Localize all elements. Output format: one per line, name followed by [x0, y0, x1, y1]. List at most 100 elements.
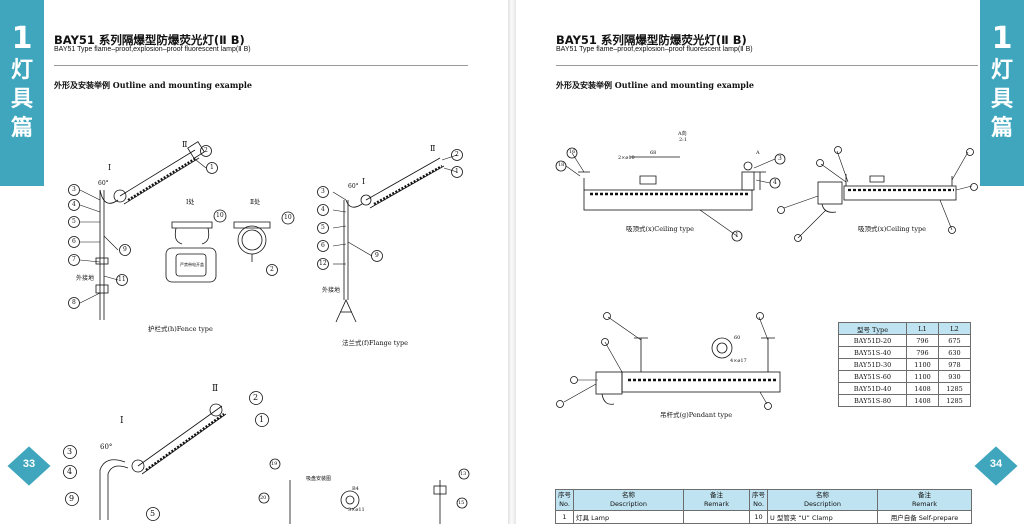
callout-number: 12	[319, 260, 327, 267]
table-cell: 630	[938, 346, 971, 359]
ground-label: 外接地	[322, 287, 341, 294]
header-rule-left	[54, 65, 468, 66]
detail-label: Ⅱ处	[250, 199, 261, 206]
callout-number: 10	[284, 214, 292, 221]
chapter-number: 1	[11, 21, 33, 56]
table-cell: 1408	[906, 382, 939, 395]
table-header: L2	[938, 322, 971, 335]
mark-label: Ⅱ	[212, 384, 219, 394]
table-cell: BAY51S-80	[838, 394, 907, 407]
header-cn: 名称	[816, 491, 829, 499]
mark-label: Ⅱ	[430, 144, 436, 153]
callout-number: 20	[260, 495, 267, 501]
dimension-label: 3×ø11	[348, 507, 365, 513]
callout-number: 9	[123, 246, 127, 253]
ground-label: 外接地	[76, 275, 95, 282]
mark-label: Ⅰ	[120, 416, 124, 426]
leader-lines-left	[79, 154, 458, 304]
callout-number: 5	[321, 224, 325, 231]
detail-label: Ⅰ处	[186, 199, 195, 206]
callout-number: 5	[72, 218, 76, 225]
pendant-type-caption: 吊杆式(g)Pendant type	[660, 411, 733, 419]
table-cell: BAY51S-40	[838, 346, 907, 359]
table-cell: 1	[555, 510, 574, 524]
chapter-char: 篇	[10, 116, 33, 141]
wall-mount-drawing	[99, 403, 227, 520]
ceiling-type-caption-1: 吸顶式(x)Ceiling type	[626, 225, 694, 233]
chapter-char: 具	[990, 87, 1013, 112]
table-row: BAY51S-80 1408 1285	[838, 394, 971, 407]
dimension-label: 2×ø10	[618, 155, 635, 161]
table-cell: 796	[906, 334, 939, 347]
callout-number: 13	[460, 471, 467, 477]
table-cell: 675	[938, 334, 971, 347]
left-page	[0, 0, 508, 524]
header-en: Remark	[912, 500, 937, 508]
callout-number: 3	[72, 186, 76, 193]
scale-label: 2:1	[679, 137, 688, 143]
chapter-number: 1	[991, 21, 1013, 56]
callout-number: 15	[458, 500, 465, 506]
callout-number: 6	[72, 238, 76, 245]
header-cn: 序号	[752, 491, 765, 499]
chapter-char: 篇	[990, 116, 1013, 141]
page-subtitle-left: BAY51 Type flame–proof,explosion–proof f…	[54, 46, 251, 53]
fence-type-caption: 护栏式(h)Fence type	[148, 325, 213, 333]
ceiling-type-caption-2: 吸顶式(x)Ceiling type	[858, 225, 926, 233]
mark-label: Ⅱ	[182, 140, 188, 149]
header-en: Description	[803, 500, 842, 508]
header-cn: 序号	[558, 491, 571, 499]
table-row: BAY51S-40 796 630	[838, 346, 971, 359]
ceiling-type-drawing-1	[578, 156, 766, 211]
table-cell: 灯具 Lamp	[573, 510, 684, 524]
page-number: 33	[22, 458, 36, 470]
callout-number: 9	[375, 252, 379, 259]
callout-number: 4	[321, 206, 325, 213]
callout-number: 2	[253, 393, 259, 402]
mark-label: Ⅰ	[108, 163, 112, 172]
table-cell: BAY51D-20	[838, 334, 907, 347]
callout-number: 18	[558, 162, 565, 168]
callout-circles-left	[63, 145, 470, 521]
chapter-char: 具	[10, 87, 33, 112]
callout-number: 16	[569, 149, 576, 155]
table-cell: U 型管夹 “U” Clamp	[767, 510, 878, 524]
pendant-type-drawing	[595, 337, 781, 405]
chapter-char: 灯	[990, 58, 1013, 83]
header-cn: 名称	[622, 491, 635, 499]
mark-label: Ⅰ	[362, 177, 366, 186]
callout-number: 1	[735, 232, 739, 239]
ceiling-type-drawing-2	[817, 174, 957, 213]
table-cell: 1285	[938, 382, 971, 395]
callout-number: 8	[72, 299, 76, 306]
chapter-band-left: 1 灯 具 篇	[0, 0, 44, 186]
table-cell: 930	[938, 370, 971, 383]
header-cn: 备注	[918, 491, 931, 499]
table-cell: BAY51S-60	[838, 370, 907, 383]
table-cell: 1408	[906, 394, 939, 407]
callout-number: 10	[216, 212, 224, 219]
page-subtitle-right: BAY51 Type flame–proof,explosion–proof f…	[556, 46, 753, 53]
table-header-row: 型号 Type L1 L2	[838, 322, 971, 335]
callout-number: 1	[259, 415, 265, 424]
table-row: BAY51D-30 1100 978	[838, 358, 971, 371]
fence-type-drawing	[95, 141, 205, 320]
dimension-label: 60	[734, 335, 741, 341]
header-en: No.	[559, 500, 570, 508]
table-cell: 796	[906, 346, 939, 359]
dimension-label: 68	[650, 150, 657, 156]
section-heading-left: 外形及安装举例 Outline and mounting example	[54, 80, 253, 90]
callout-number: 11	[118, 276, 126, 283]
header-en: No.	[753, 500, 764, 508]
chapter-band-right: 1 灯 具 篇	[980, 0, 1024, 186]
table-cell: 978	[938, 358, 971, 371]
angle-label: 60°	[98, 180, 109, 187]
table-cell	[683, 510, 750, 524]
dimension-label: A	[756, 150, 760, 156]
